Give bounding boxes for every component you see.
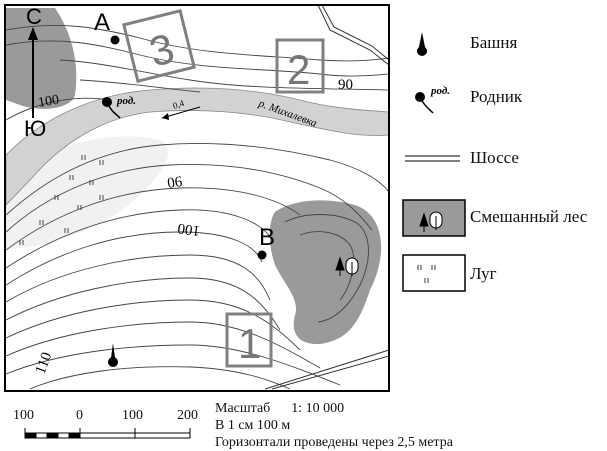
scale-per-cm: В 1 см 100 м	[215, 418, 291, 433]
legend-spring-symbol-label: род.	[430, 85, 450, 97]
river-speed-label: 0,4	[172, 98, 186, 111]
point-b-marker[interactable]	[257, 250, 267, 260]
mixed-forest-area	[269, 200, 382, 345]
legend-tower-label: Башня	[470, 33, 518, 52]
zone-2-frame[interactable]	[275, 38, 325, 94]
legend-mixed-forest-icon	[419, 211, 443, 232]
scale-tick-0: 0	[76, 408, 83, 423]
zone-1-label: 1	[238, 320, 261, 367]
zone-2-label: 2	[287, 46, 310, 93]
scale-ratio-label: Масштаб	[215, 401, 271, 416]
contour-label-90: 90	[338, 77, 353, 93]
contour-label-100: 100	[177, 220, 202, 239]
legend-meadow-swatch	[402, 254, 466, 292]
compass-arrow	[28, 27, 38, 118]
scale-contour-interval: Горизонтали проведены через 2,5 метра	[215, 435, 453, 450]
river-flow-arrow-icon	[161, 106, 201, 120]
legend-spring-icon	[415, 92, 434, 114]
mixed-forest-map-icon	[335, 256, 359, 276]
spring-map-label: род.	[116, 95, 136, 107]
scale-bar	[24, 428, 191, 439]
zone-3-frame[interactable]	[122, 9, 196, 83]
legend-tower-icon	[417, 32, 427, 56]
contour-label-110: 110	[33, 350, 56, 376]
meadow-area	[6, 136, 169, 250]
scale-tick-100-left: 100	[13, 408, 34, 423]
meadow-symbols	[19, 155, 104, 245]
legend-mixed-forest-label: Смешанный лес	[470, 207, 588, 226]
legend-highway-label: Шоссе	[470, 148, 519, 167]
legend-meadow-label: Луг	[470, 264, 497, 283]
point-a-label: А	[94, 9, 110, 36]
legend-highway-icon	[405, 155, 460, 162]
highway-road	[264, 6, 388, 390]
compass-north-label: С	[26, 4, 42, 29]
spring-icon[interactable]	[102, 97, 121, 119]
legend-spring-label: Родник	[470, 87, 523, 106]
river-mikhalevka	[6, 87, 388, 206]
scale-ratio: Масштаб 1: 10 000	[215, 400, 344, 417]
scale-ratio-value: 1: 10 000	[291, 401, 345, 416]
point-b-label: В	[259, 224, 275, 251]
contour-lines	[6, 24, 388, 390]
contour-label-100-nw: 100	[37, 93, 60, 111]
compass-south-label: Ю	[24, 116, 46, 141]
contour-label-06: 06	[166, 174, 184, 192]
legend-meadow-icon	[417, 265, 436, 283]
zone-frames	[122, 9, 325, 368]
scale-tick-200: 200	[177, 408, 198, 423]
zone-1-frame[interactable]	[225, 312, 273, 368]
point-a-marker[interactable]	[110, 35, 120, 45]
forest-area-northwest	[6, 8, 77, 109]
scale-tick-100: 100	[122, 408, 143, 423]
tower-icon[interactable]	[108, 343, 118, 367]
